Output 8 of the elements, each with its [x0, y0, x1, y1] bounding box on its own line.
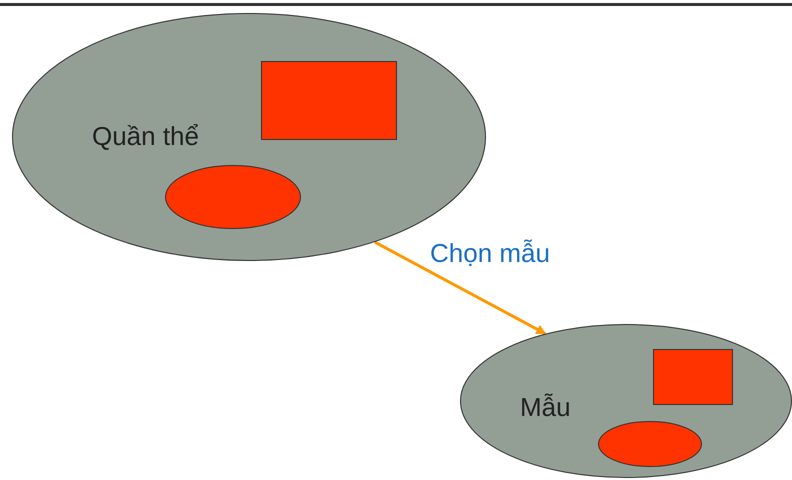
- node-label: Mẫu: [520, 392, 571, 423]
- ellipse-shape: [598, 421, 702, 467]
- rectangle-shape: [261, 61, 397, 140]
- arrow: [374, 240, 546, 336]
- node-label: Quần thể: [92, 121, 199, 152]
- ellipse-shape: [165, 165, 301, 229]
- rectangle-shape: [653, 349, 733, 405]
- ellipse-shape: [460, 324, 792, 478]
